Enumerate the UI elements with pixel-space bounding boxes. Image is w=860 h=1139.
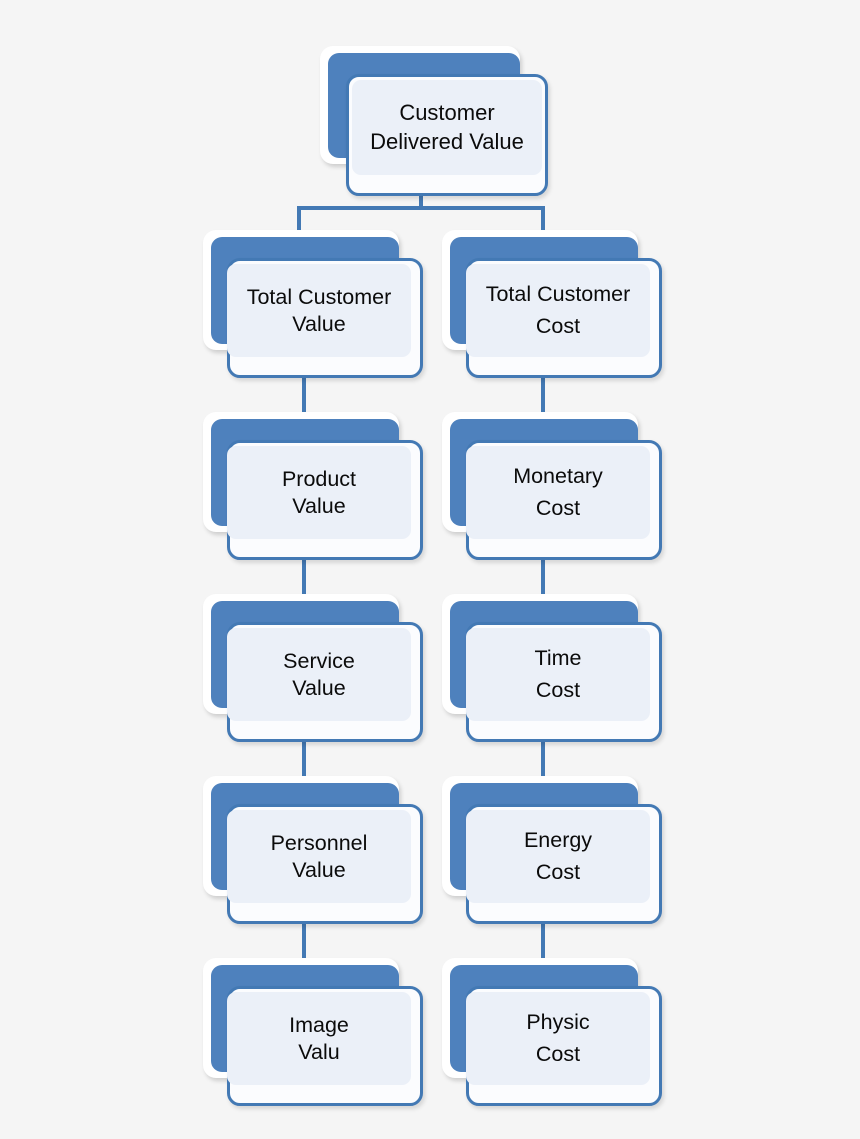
node-label-line-1: Monetary bbox=[513, 464, 603, 489]
node-label-line-1: Image bbox=[289, 1013, 349, 1038]
node-label-panel: Image Valu bbox=[227, 992, 411, 1085]
node-label-panel: Total Customer Value bbox=[227, 264, 411, 357]
node-label-line-2: Cost bbox=[535, 677, 581, 702]
node-label-panel: Time Cost bbox=[466, 628, 650, 721]
node-label-panel: Total Customer Cost bbox=[466, 264, 650, 357]
node-label-line-1: Personnel bbox=[270, 831, 368, 856]
node-label-line-2: Value bbox=[292, 493, 346, 518]
node-label-line-2: Value bbox=[292, 311, 346, 336]
node-label-line-2: Value bbox=[292, 857, 346, 882]
node-label-line-1: Customer bbox=[399, 99, 495, 125]
node-label-panel: Monetary Cost bbox=[466, 446, 650, 539]
node-label-line-1: Total Customer bbox=[246, 285, 392, 310]
node-label-line-1: Energy bbox=[523, 828, 593, 853]
node-label-panel: Customer Delivered Value bbox=[352, 80, 542, 175]
node-label-line-2: Cost bbox=[535, 1041, 581, 1066]
node-label-panel: Physic Cost bbox=[466, 992, 650, 1085]
node-label-line-2: Cost bbox=[535, 495, 581, 520]
node-label-line-1: Total Customer bbox=[485, 282, 631, 307]
node-label-line-1: Physic bbox=[526, 1010, 590, 1035]
node-label-line-2: Value bbox=[292, 675, 346, 700]
node-label-panel: Product Value bbox=[227, 446, 411, 539]
node-label-panel: Personnel Value bbox=[227, 810, 411, 903]
node-label-line-2: Valu bbox=[298, 1039, 340, 1064]
node-label-line-1: Product bbox=[281, 467, 357, 492]
node-label-panel: Service Value bbox=[227, 628, 411, 721]
node-label-line-1: Service bbox=[283, 649, 355, 674]
node-label-line-2: Delivered Value bbox=[370, 128, 524, 154]
node-label-line-2: Cost bbox=[535, 313, 581, 338]
node-label-line-2: Cost bbox=[535, 859, 581, 884]
node-label-panel: Energy Cost bbox=[466, 810, 650, 903]
node-label-line-1: Time bbox=[534, 646, 582, 671]
